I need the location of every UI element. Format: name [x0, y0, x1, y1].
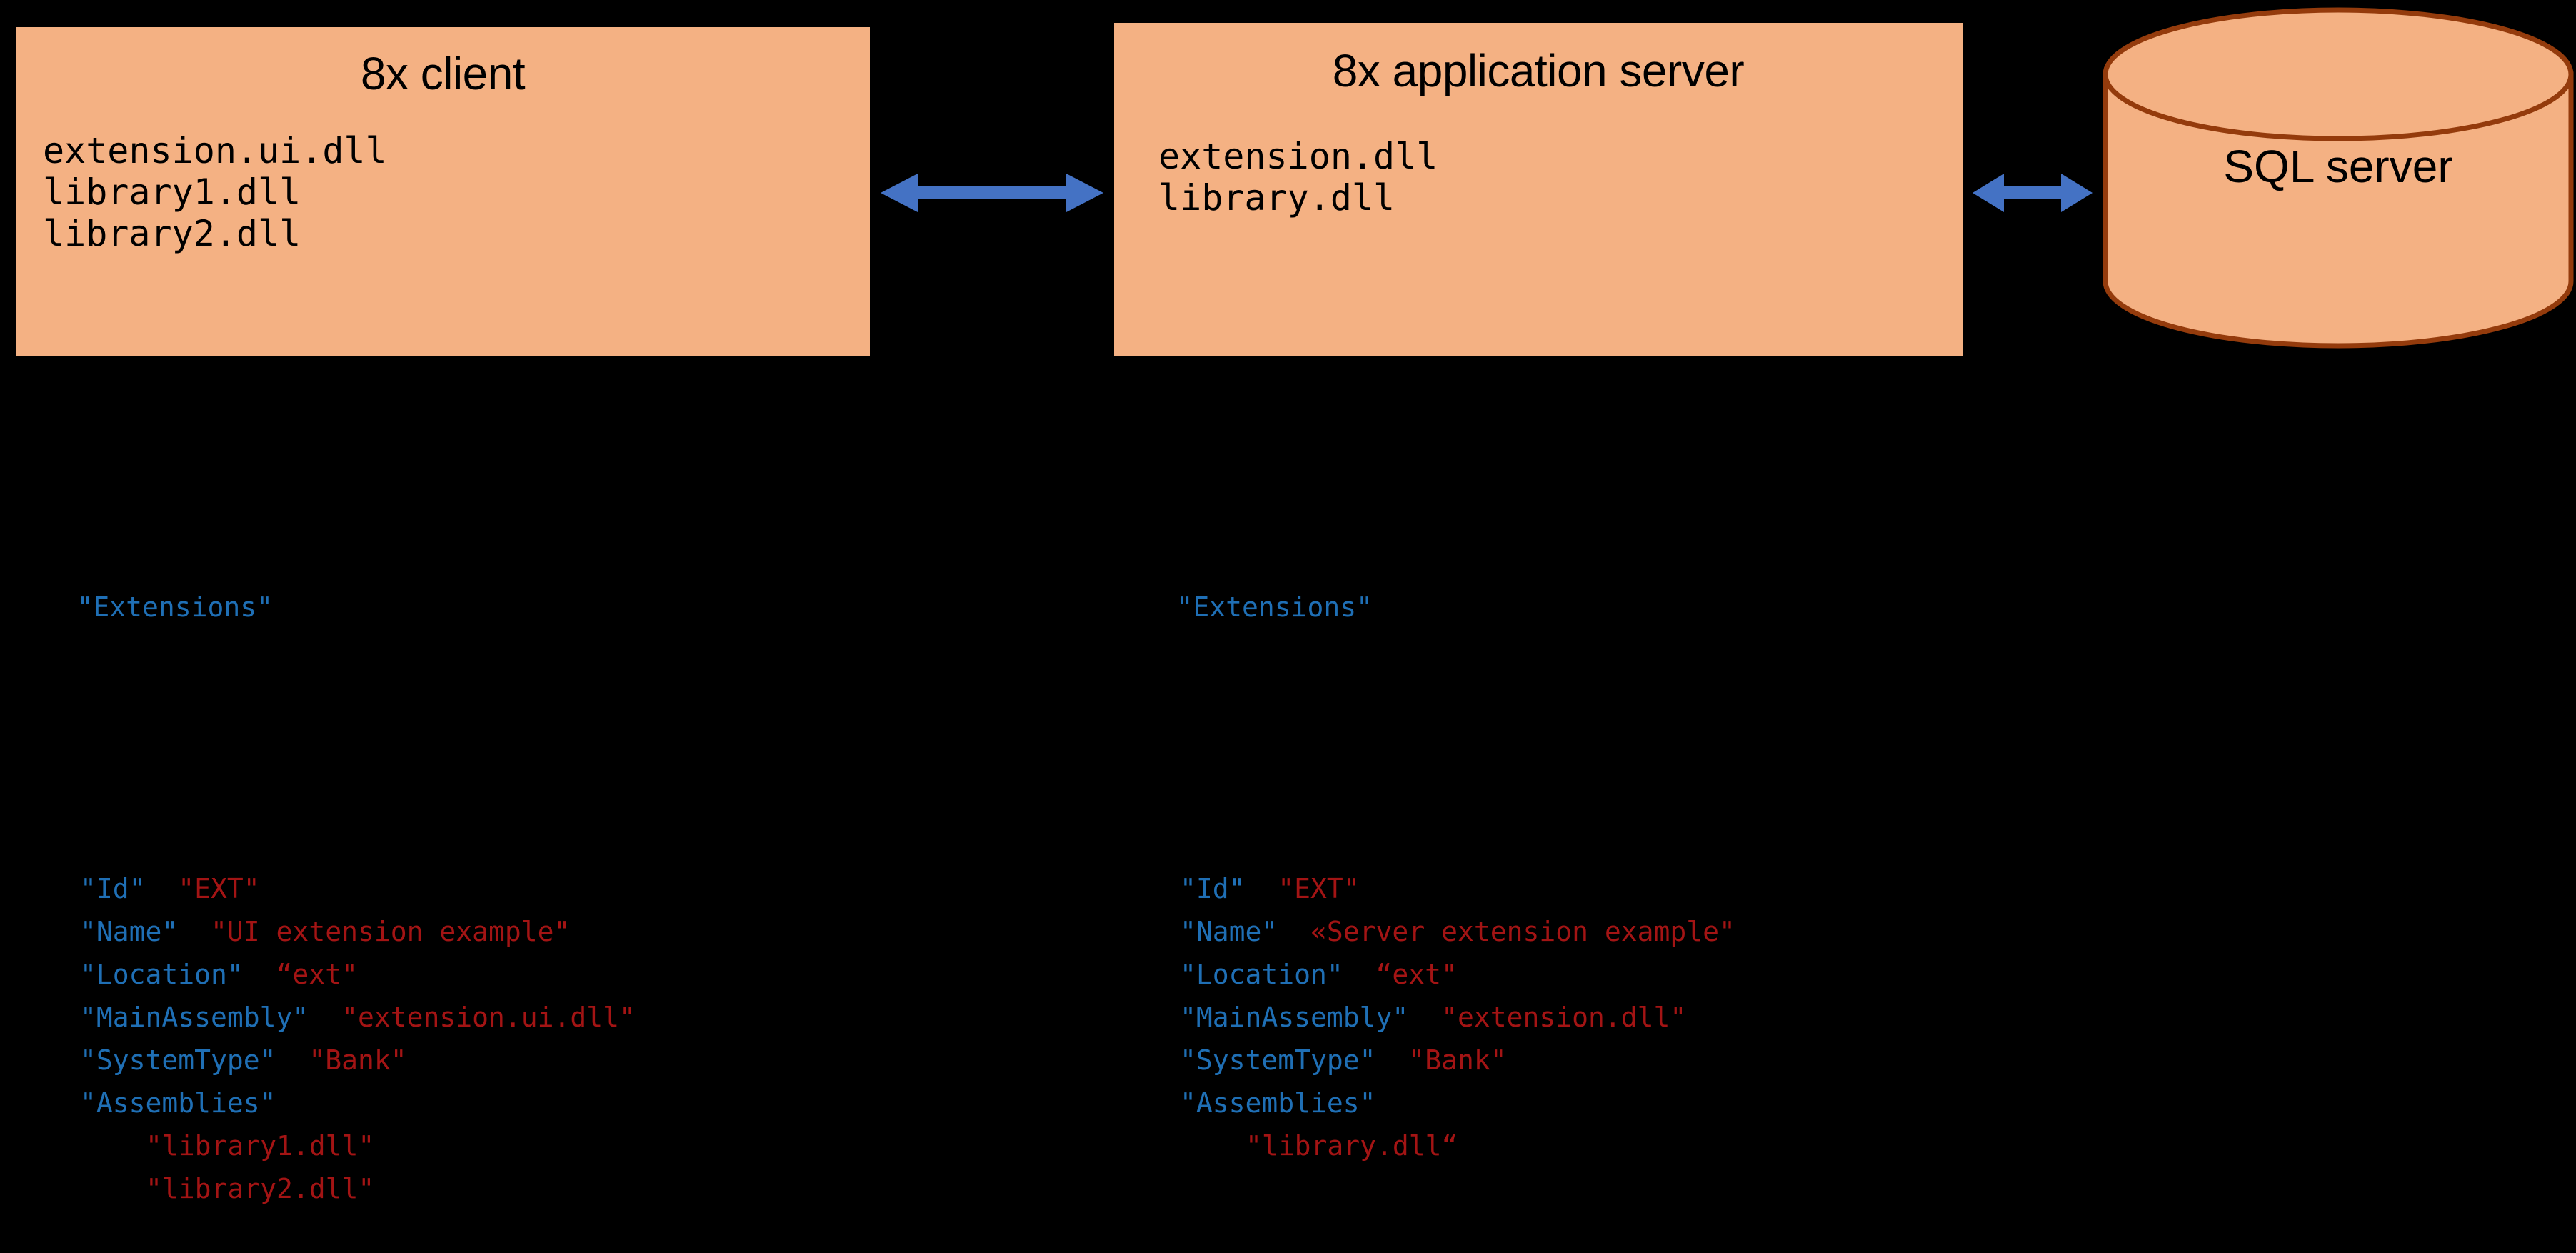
node-application-server: 8x application server extension.dll libr…	[1114, 23, 1963, 356]
code-line: "Id" "EXT"	[1111, 867, 1735, 910]
code-key: "MainAssembly"	[1180, 1002, 1409, 1033]
code-line: "Name" «Server extension example"	[1111, 910, 1735, 953]
code-value: "library1.dll"	[146, 1130, 375, 1162]
code-key: "Extensions"	[1176, 591, 1373, 623]
code-key: "Name"	[80, 916, 179, 947]
code-line: "library1.dll"	[11, 1124, 636, 1167]
code-line: "Id" "EXT"	[11, 867, 636, 910]
sql-server-label: SQL server	[2223, 141, 2453, 192]
code-key: "Assemblies"	[80, 1087, 276, 1119]
code-line: "Assemblies"	[1111, 1082, 1735, 1124]
code-body-server: "Id" "EXT""Name" «Server extension examp…	[1111, 867, 1735, 1167]
node-client: 8x client extension.ui.dll library1.dll …	[16, 27, 870, 356]
code-root-key: "Extensions"	[1111, 543, 1735, 672]
code-line: "SystemType" "Bank"	[1111, 1039, 1735, 1082]
code-value: "extension.dll"	[1441, 1002, 1687, 1033]
code-block-client-extension: "Extensions" "Id" "EXT""Name" "UI extens…	[11, 457, 636, 1253]
code-key: "SystemType"	[1180, 1044, 1376, 1076]
code-value: "library.dll“	[1246, 1130, 1458, 1162]
code-line: "Location" “ext"	[1111, 953, 1735, 996]
code-block-server-extension: "Extensions" "Id" "EXT""Name" «Server ex…	[1111, 457, 1735, 1210]
code-line: "Location" “ext"	[11, 953, 636, 996]
node-sql-server: SQL server	[2103, 7, 2574, 349]
code-body-client: "Id" "EXT""Name" "UI extension example""…	[11, 867, 636, 1210]
code-line: "Assemblies"	[11, 1082, 636, 1124]
code-line: "library2.dll"	[11, 1167, 636, 1210]
code-key: "Location"	[1180, 959, 1343, 990]
app-server-assembly-list: extension.dll library.dll	[1158, 136, 1438, 219]
app-server-title: 8x application server	[1332, 45, 1745, 96]
code-key: "Location"	[80, 959, 244, 990]
client-title: 8x client	[360, 48, 526, 99]
code-spacer	[11, 757, 636, 782]
code-value: «Server extension example"	[1310, 916, 1735, 947]
code-line: "SystemType" "Bank"	[11, 1039, 636, 1082]
code-value: "EXT"	[178, 873, 260, 904]
code-key: "Extensions"	[76, 591, 274, 623]
code-value: "Bank"	[1408, 1044, 1507, 1076]
code-line: "MainAssembly" "extension.dll"	[1111, 996, 1735, 1039]
code-line: "Name" "UI extension example"	[11, 910, 636, 953]
code-root-key: "Extensions"	[11, 543, 636, 672]
code-key: "SystemType"	[80, 1044, 276, 1076]
code-value: “ext"	[1375, 959, 1458, 990]
code-value: “ext"	[276, 959, 358, 990]
code-key: "MainAssembly"	[80, 1002, 309, 1033]
code-key: "Id"	[80, 873, 146, 904]
double-arrow-app-server-database-icon	[1973, 168, 2093, 218]
code-line: "MainAssembly" "extension.ui.dll"	[11, 996, 636, 1039]
code-value: "UI extension example"	[211, 916, 571, 947]
code-line: "library.dll“	[1111, 1124, 1735, 1167]
code-value: "library2.dll"	[146, 1173, 375, 1204]
code-value: "EXT"	[1278, 873, 1360, 904]
code-key: "Assemblies"	[1180, 1087, 1376, 1119]
client-assembly-list: extension.ui.dll library1.dll library2.d…	[43, 130, 387, 255]
code-value: "Bank"	[309, 1044, 407, 1076]
code-spacer	[1111, 757, 1735, 782]
double-arrow-client-app-server-icon	[881, 168, 1103, 218]
code-key: "Name"	[1180, 916, 1278, 947]
code-value: "extension.ui.dll"	[341, 1002, 636, 1033]
code-key: "Id"	[1180, 873, 1246, 904]
